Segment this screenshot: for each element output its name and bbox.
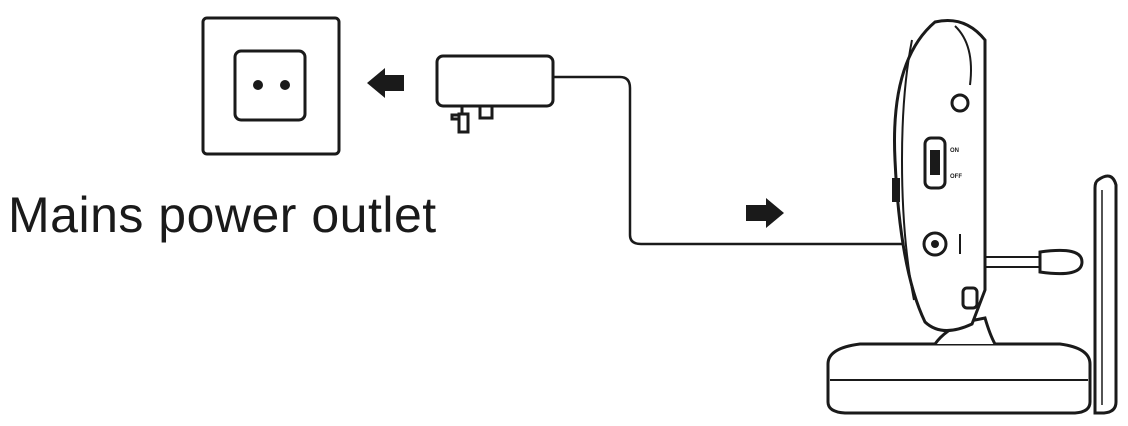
mains-power-outlet-label: Mains power outlet [8, 187, 437, 243]
wall-socket-icon [201, 16, 341, 156]
arrow-right-icon [746, 198, 784, 228]
power-adapter-icon [435, 54, 555, 134]
camera-icon [826, 19, 1118, 415]
power-cable [553, 75, 925, 246]
switch-off-label: OFF [950, 174, 962, 180]
arrow-left-icon [367, 68, 404, 98]
switch-on-label: ON [950, 148, 959, 154]
